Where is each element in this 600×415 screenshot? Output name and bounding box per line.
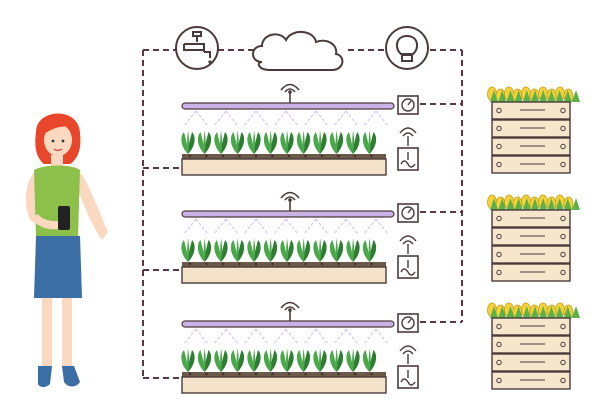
seedling bbox=[247, 130, 261, 154]
plant-row bbox=[181, 238, 377, 262]
planter-tray bbox=[181, 266, 387, 284]
sensor-box-icon bbox=[397, 255, 419, 279]
corn-crate bbox=[487, 86, 580, 174]
plant-row bbox=[181, 348, 377, 372]
seedling bbox=[362, 238, 377, 262]
seedling bbox=[280, 238, 294, 262]
wifi-signal-icon bbox=[280, 83, 300, 103]
plant-row bbox=[181, 130, 377, 154]
seedling bbox=[313, 130, 327, 154]
gauge-icon bbox=[397, 95, 419, 115]
corn-cobs bbox=[487, 86, 580, 104]
wifi-signal-icon bbox=[280, 191, 300, 211]
light-bulb-icon bbox=[385, 26, 429, 70]
corn-cobs bbox=[487, 194, 580, 212]
cloud-icon bbox=[252, 31, 344, 71]
seedling bbox=[329, 130, 344, 154]
seedling bbox=[362, 130, 377, 154]
seedling bbox=[214, 348, 228, 372]
seedling bbox=[247, 348, 261, 372]
seedling bbox=[280, 130, 294, 154]
grow-light-bar bbox=[181, 210, 395, 218]
seedling bbox=[197, 130, 212, 154]
seedling bbox=[296, 238, 311, 262]
light-rays bbox=[183, 218, 389, 235]
seedling bbox=[263, 348, 278, 372]
corn-crate bbox=[487, 302, 580, 390]
seedling bbox=[329, 238, 344, 262]
face bbox=[44, 124, 72, 156]
right-arm bbox=[78, 172, 108, 240]
seedling bbox=[214, 238, 228, 262]
seedling bbox=[230, 130, 245, 154]
seedling bbox=[263, 238, 278, 262]
soil-seeds bbox=[188, 154, 373, 158]
planter-tray bbox=[181, 158, 387, 176]
sensor-box-icon bbox=[397, 147, 419, 171]
wireless-sensor-icon bbox=[399, 127, 417, 146]
water-tap-icon bbox=[175, 26, 219, 70]
shelf-unit bbox=[181, 83, 419, 176]
seedling bbox=[346, 238, 360, 262]
seedling bbox=[362, 348, 377, 372]
shelf-unit bbox=[181, 301, 419, 394]
corn-cobs bbox=[487, 302, 580, 320]
light-rays bbox=[183, 328, 389, 345]
grow-light-bar bbox=[181, 102, 395, 110]
gauge-icon bbox=[397, 203, 419, 223]
wifi-signal-icon bbox=[280, 301, 300, 321]
planter-tray bbox=[181, 376, 387, 394]
seedling bbox=[197, 348, 212, 372]
shelf-unit bbox=[181, 191, 419, 284]
seedling bbox=[280, 348, 294, 372]
seedling bbox=[197, 238, 212, 262]
soil-seeds bbox=[188, 372, 373, 376]
seedling bbox=[329, 348, 344, 372]
shoe bbox=[38, 366, 52, 387]
seedling bbox=[346, 348, 360, 372]
farmer-woman bbox=[25, 113, 108, 387]
soil-seeds bbox=[188, 262, 373, 266]
seedling bbox=[214, 130, 228, 154]
wooden-crate bbox=[491, 101, 571, 174]
corn-crate bbox=[487, 194, 580, 282]
soil-layer bbox=[182, 372, 386, 377]
wireless-sensor-icon bbox=[399, 345, 417, 364]
wooden-crate bbox=[491, 317, 571, 390]
gauge-icon bbox=[397, 313, 419, 333]
sensor-box-icon bbox=[397, 365, 419, 389]
seedling bbox=[181, 238, 195, 262]
seedling bbox=[346, 130, 360, 154]
seedling bbox=[230, 238, 245, 262]
seedling bbox=[230, 348, 245, 372]
wireless-sensor-icon bbox=[399, 235, 417, 254]
smartphone bbox=[58, 206, 70, 230]
seedling bbox=[181, 130, 195, 154]
growing-shelves bbox=[181, 83, 419, 394]
harvest-crates bbox=[487, 86, 580, 390]
soil-layer bbox=[182, 154, 386, 159]
seedling bbox=[181, 348, 195, 372]
soil-layer bbox=[182, 262, 386, 267]
shoe bbox=[62, 366, 80, 387]
blue-skirt bbox=[34, 236, 82, 298]
connector-lines bbox=[142, 49, 463, 379]
seedling bbox=[313, 238, 327, 262]
seedling bbox=[247, 238, 261, 262]
light-rays bbox=[183, 110, 389, 127]
seedling bbox=[313, 348, 327, 372]
seedling bbox=[263, 130, 278, 154]
seedling bbox=[296, 130, 311, 154]
grow-light-bar bbox=[181, 320, 395, 328]
wooden-crate bbox=[491, 209, 571, 282]
seedling bbox=[296, 348, 311, 372]
